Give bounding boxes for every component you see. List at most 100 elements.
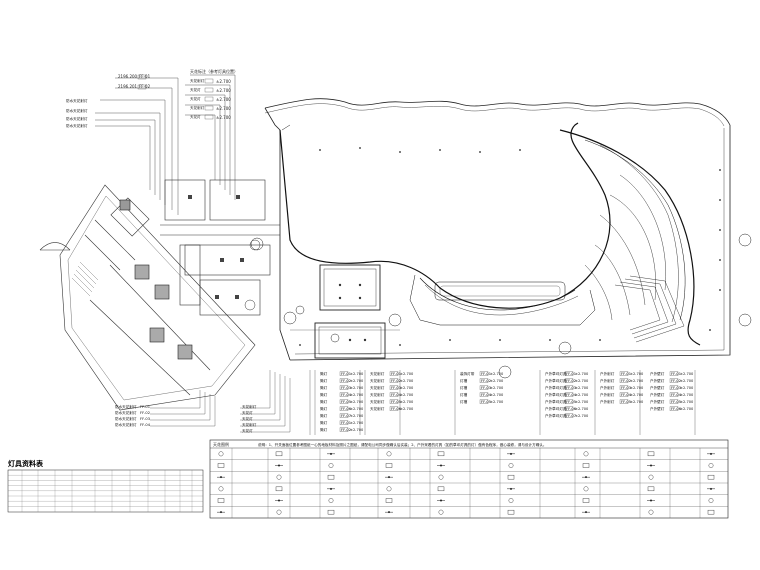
annotation-label: 户外射灯 xyxy=(600,378,615,383)
annotation-elev: ±2.700 xyxy=(575,379,589,383)
annotation-elev: ±2.700 xyxy=(575,393,589,397)
annotation-code: FF-02 xyxy=(140,411,150,415)
annotation-code: FF-04 xyxy=(566,393,577,397)
annotation-code: FF-01 xyxy=(140,405,150,409)
annotation-label: 户外壁灯 xyxy=(650,406,665,411)
annotation-code: FF-03 xyxy=(671,386,681,390)
annotation-code: FF-01 xyxy=(341,421,351,425)
annotation-code: FF-05 xyxy=(481,400,491,404)
annotation-elev: ±2.700 xyxy=(630,393,644,397)
annotation-label: 天花射灯 xyxy=(370,406,385,411)
annotation-label: 户外壁灯 xyxy=(650,399,665,404)
annotation-label: 天花灯 xyxy=(242,428,253,433)
annotation-label: 筒灯 xyxy=(320,378,328,383)
mid-ann-2: 天花灯 xyxy=(190,87,201,92)
curved-void xyxy=(279,122,701,346)
annotation-elev: ±2.700 xyxy=(630,400,644,404)
annotation-elev: ±2.700 xyxy=(680,400,694,404)
annotation-elev: ±2.700 xyxy=(350,393,364,397)
annotation-label: 防水天花射灯 xyxy=(115,422,137,427)
annotation-code: FF-01 xyxy=(341,372,351,376)
annotation-elev: ±2.700 xyxy=(680,379,694,383)
annotation-elev: ±2.700 xyxy=(350,379,364,383)
annotation-code: FF-02 xyxy=(391,379,401,383)
mid-ann-4: 天花射灯 xyxy=(190,105,205,110)
annotation-code: FF-05 xyxy=(391,400,401,404)
annotation-code: FF-02 xyxy=(671,379,681,383)
legend-header-note: 说明：1、开关面板位置参考图纸一心的地板材料及照片之图纸，请配电公司同步做确认后… xyxy=(258,442,546,447)
annotation-code: FF-04 xyxy=(671,393,682,397)
annotation-code: FF-07 xyxy=(341,414,351,418)
core-rooms xyxy=(160,179,280,316)
annotation-label: 天花射灯 xyxy=(370,378,385,383)
annotation-code: FF-02 xyxy=(481,379,491,383)
annotation-elev: ±2.700 xyxy=(350,400,364,404)
annotation-elev: ±2.700 xyxy=(350,372,364,376)
level-code-2: FF-02 xyxy=(139,84,151,89)
left-ann-2: 防水天花射灯 xyxy=(66,108,88,113)
mid-ann-5: 天花灯 xyxy=(190,114,201,119)
annotation-code: FF-06 xyxy=(341,407,352,411)
annotation-code: FF-01 xyxy=(391,372,401,376)
annotation-elev: ±2.700 xyxy=(575,414,589,418)
annotation-label: 筒灯 xyxy=(320,392,328,397)
annotation-code: FF-03 xyxy=(481,386,491,390)
annotation-code: FF-01 xyxy=(671,372,681,376)
annotation-label: 天花灯 xyxy=(242,416,253,421)
annotation-elev: ±2.700 xyxy=(400,407,414,411)
annotation-elev: ±2.700 xyxy=(490,372,504,376)
annotation-code: FF-01 xyxy=(566,372,576,376)
schedule-title: 灯具资料表 xyxy=(8,459,44,468)
annotation-code: FF-04 xyxy=(341,393,352,397)
annotation-code: FF-03 xyxy=(391,386,401,390)
annotation-label: 户外壁灯 xyxy=(650,385,665,390)
annotation-label: 户外草坪灯具 xyxy=(545,385,567,390)
annotation-elev: ±2.700 xyxy=(350,421,364,425)
annotation-code: FF-03 xyxy=(566,386,576,390)
annotation-label: 户外射灯 xyxy=(600,392,615,397)
annotation-label: 筒灯 xyxy=(320,399,328,404)
annotation-elev: ±2.700 xyxy=(350,386,364,390)
annotation-label: 灯槽 xyxy=(460,378,468,383)
annotation-label: 户外壁灯 xyxy=(650,371,665,376)
annotation-label: 户外射灯 xyxy=(600,371,615,376)
annotation-label: 筒灯 xyxy=(320,385,328,390)
annotation-code: FF-05 xyxy=(566,400,576,404)
annotation-label: 天花灯 xyxy=(242,410,253,415)
annotation-label: 户外射灯 xyxy=(600,399,615,404)
annotation-label: 户外草坪灯具 xyxy=(545,378,567,383)
bottom-leaders xyxy=(150,370,696,435)
annotation-code: FF-03 xyxy=(341,386,351,390)
top-right-note: 天花标注（参考灯具位置） xyxy=(190,68,238,74)
annotation-elev: ±2.700 xyxy=(490,379,504,383)
annotation-label: 筒灯 xyxy=(320,371,328,376)
annotation-elev: ±2.700 xyxy=(490,400,504,404)
annotation-label: 筒灯 xyxy=(320,427,328,432)
annotation-code: FF-03 xyxy=(621,386,631,390)
annotation-elev: ±2.700 xyxy=(350,428,364,432)
left-ann-4: 防水天花射灯 xyxy=(66,123,88,128)
legend-symbols xyxy=(217,451,715,515)
annotation-elev: ±2.700 xyxy=(400,386,414,390)
annotation-elev: ±2.700 xyxy=(630,379,644,383)
annotation-label: 天花射灯 xyxy=(370,392,385,397)
annotation-code: FF-06 xyxy=(671,407,682,411)
annotation-code: FF-03 xyxy=(140,417,150,421)
annotation-label: 天花射灯 xyxy=(370,385,385,390)
annotation-label: 户外壁灯 xyxy=(650,392,665,397)
legend-table: 天花图例 说明：1、开关面板位置参考图纸一心的地板材料及照片之图纸，请配电公司同… xyxy=(209,439,729,519)
annotation-label: 天花射灯 xyxy=(370,371,385,376)
annotation-code: FF-02 xyxy=(621,379,631,383)
annotation-label: 户外草坪灯具 xyxy=(545,413,567,418)
annotation-code: FF-02 xyxy=(341,428,351,432)
annotation-code: FF-05 xyxy=(621,400,631,404)
annotation-label: 灯槽 xyxy=(460,399,468,404)
annotation-elev: ±2.700 xyxy=(400,400,414,404)
annotation-label: 户外射灯 xyxy=(600,385,615,390)
annotation-elev: ±2.700 xyxy=(490,386,504,390)
annotation-label: 防水天花射灯 xyxy=(115,404,137,409)
annotation-label: 天花射灯 xyxy=(242,404,257,409)
elev-1: ±2.700 xyxy=(216,79,231,84)
